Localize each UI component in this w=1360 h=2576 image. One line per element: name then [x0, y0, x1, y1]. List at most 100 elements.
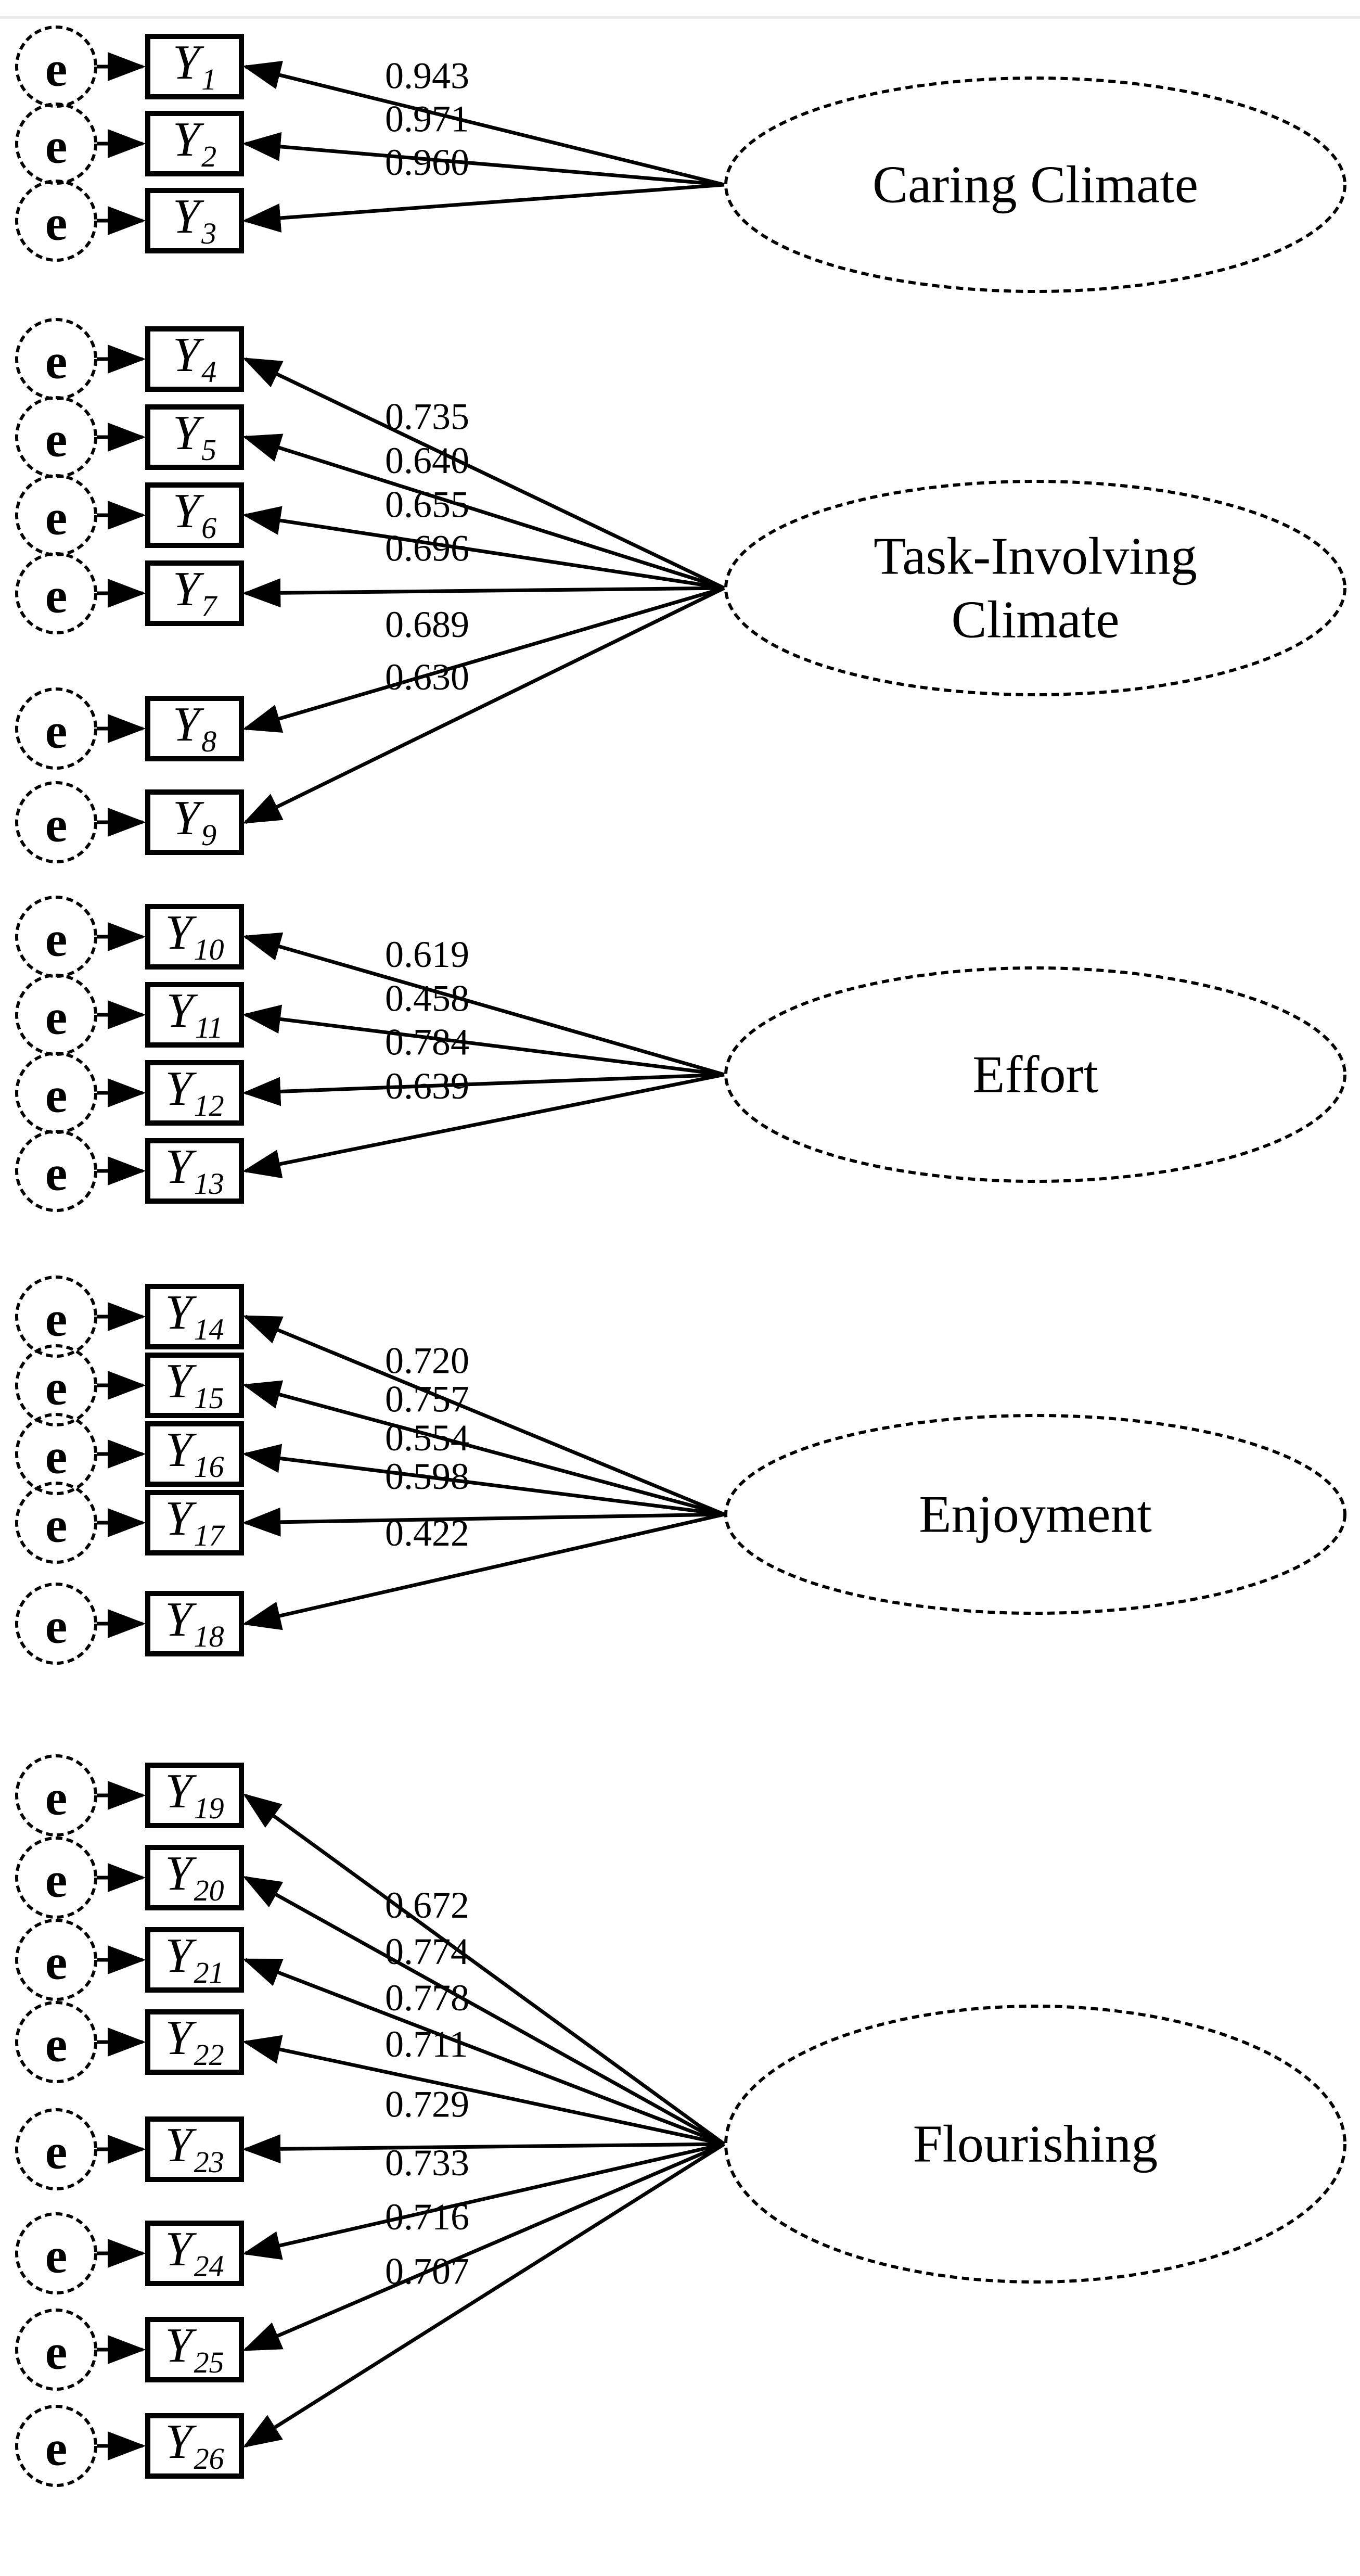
indicator-label: Y19	[165, 1764, 224, 1825]
error-label: e	[45, 1429, 68, 1484]
error-label: e	[45, 2324, 68, 2380]
loading-label: 0.774	[385, 1931, 469, 1972]
loading-arrow	[242, 132, 725, 187]
factor-label-line: Task-Involving	[874, 527, 1197, 586]
indicator-label: Y5	[173, 406, 216, 467]
error-circle	[15, 180, 97, 262]
error-circle	[15, 103, 97, 185]
factor-label: Enjoyment	[919, 1485, 1152, 1544]
indicator-label-subscript: 4	[201, 355, 216, 389]
indicator-box	[145, 1490, 244, 1555]
indicator-label-subscript: 24	[194, 2249, 224, 2283]
indicator-label-main: Y	[165, 2011, 197, 2065]
loading-arrow	[242, 1444, 725, 1516]
indicator-label-main: Y	[165, 2318, 197, 2373]
error-circle	[15, 1482, 97, 1564]
indicator-box	[145, 1060, 244, 1126]
indicator-label-main: Y	[165, 2222, 197, 2276]
indicator-label: Y22	[165, 2011, 224, 2072]
loading-arrow	[242, 60, 725, 187]
indicator-box	[145, 34, 244, 99]
loading-label: 0.711	[385, 2023, 468, 2065]
indicator-box	[145, 1421, 244, 1487]
indicator-label-main: Y	[173, 112, 204, 167]
error-circle	[15, 2001, 97, 2083]
factor-label: Effort	[972, 1045, 1098, 1104]
indicator-label-main: Y	[165, 1846, 197, 1901]
error-label: e	[45, 2017, 68, 2072]
indicator-box	[145, 560, 244, 626]
indicator-label-subscript: 16	[194, 1450, 224, 1484]
loading-label: 0.598	[385, 1456, 469, 1497]
indicator-box	[145, 2116, 244, 2182]
error-label: e	[45, 334, 68, 389]
indicator-label: Y17	[165, 1491, 225, 1552]
indicator-label-main: Y	[165, 1491, 197, 1546]
loading-label: 0.778	[385, 1977, 469, 2019]
loading-label: 0.960	[385, 142, 469, 183]
indicator-label-subscript: 26	[194, 2442, 224, 2476]
indicator-label: Y14	[165, 1285, 224, 1346]
indicator-label-subscript: 10	[194, 933, 224, 966]
error-circle	[15, 1754, 97, 1837]
indicator-label: Y6	[173, 484, 216, 545]
indicator-label-subscript: 11	[195, 1011, 223, 1044]
loading-arrow	[242, 1958, 725, 2146]
error-circle	[15, 2309, 97, 2391]
indicator-label-subscript: 5	[201, 433, 216, 467]
indicator-label: Y10	[165, 906, 224, 966]
loading-label: 0.757	[385, 1379, 469, 1420]
indicator-box	[145, 2317, 244, 2382]
indicator-label-main: Y	[165, 1764, 197, 1818]
loading-arrow	[242, 183, 725, 233]
loading-arrow	[242, 578, 725, 608]
loading-label: 0.554	[385, 1417, 469, 1459]
error-label: e	[45, 41, 68, 97]
factor-ellipse	[724, 1414, 1346, 1615]
indicator-box	[145, 1845, 244, 1910]
indicator-label-subscript: 23	[194, 2145, 224, 2179]
error-label: e	[45, 703, 68, 759]
indicator-label: Y16	[165, 1423, 224, 1484]
indicator-box	[145, 1763, 244, 1828]
loading-arrow	[242, 932, 725, 1077]
error-circle	[15, 25, 97, 108]
indicator-label-main: Y	[173, 189, 204, 244]
indicator-box	[145, 1927, 244, 1993]
indicator-label: Y7	[173, 562, 217, 623]
indicator-label-main: Y	[173, 697, 204, 751]
indicator-label-subscript: 2	[201, 139, 216, 173]
error-label: e	[45, 118, 68, 174]
loading-arrow	[242, 1073, 725, 1179]
indicator-label-subscript: 15	[194, 1381, 224, 1415]
indicator-label: Y4	[173, 328, 216, 389]
loading-arrow	[242, 586, 725, 733]
scan-edge-line	[0, 16, 1360, 19]
error-circle	[15, 2108, 97, 2190]
error-circle	[15, 474, 97, 556]
loading-label: 0.735	[385, 396, 469, 438]
indicator-box	[145, 2009, 244, 2075]
loading-arrow	[242, 2134, 725, 2164]
indicator-label-subscript: 8	[201, 724, 216, 758]
indicator-box	[145, 188, 244, 253]
loading-arrow	[242, 1876, 725, 2146]
error-circle	[15, 1276, 97, 1358]
indicator-box	[145, 1591, 244, 1656]
factor-label-line: Enjoyment	[919, 1485, 1152, 1544]
indicator-label: Y20	[165, 1846, 224, 1907]
indicator-label: Y13	[165, 1140, 224, 1201]
factor-ellipse	[724, 76, 1346, 293]
indicator-label: Y9	[173, 791, 216, 852]
indicator-label: Y15	[165, 1354, 224, 1415]
indicator-label: Y26	[165, 2415, 224, 2476]
indicator-label-subscript: 22	[194, 2038, 224, 2072]
error-label: e	[45, 490, 68, 545]
error-label: e	[45, 1598, 68, 1654]
loading-label: 0.784	[385, 1022, 469, 1063]
factor-label: Flourishing	[913, 2115, 1158, 2174]
error-circle	[15, 1413, 97, 1495]
indicator-label-subscript: 1	[201, 62, 216, 96]
loading-label: 0.672	[385, 1884, 469, 1926]
